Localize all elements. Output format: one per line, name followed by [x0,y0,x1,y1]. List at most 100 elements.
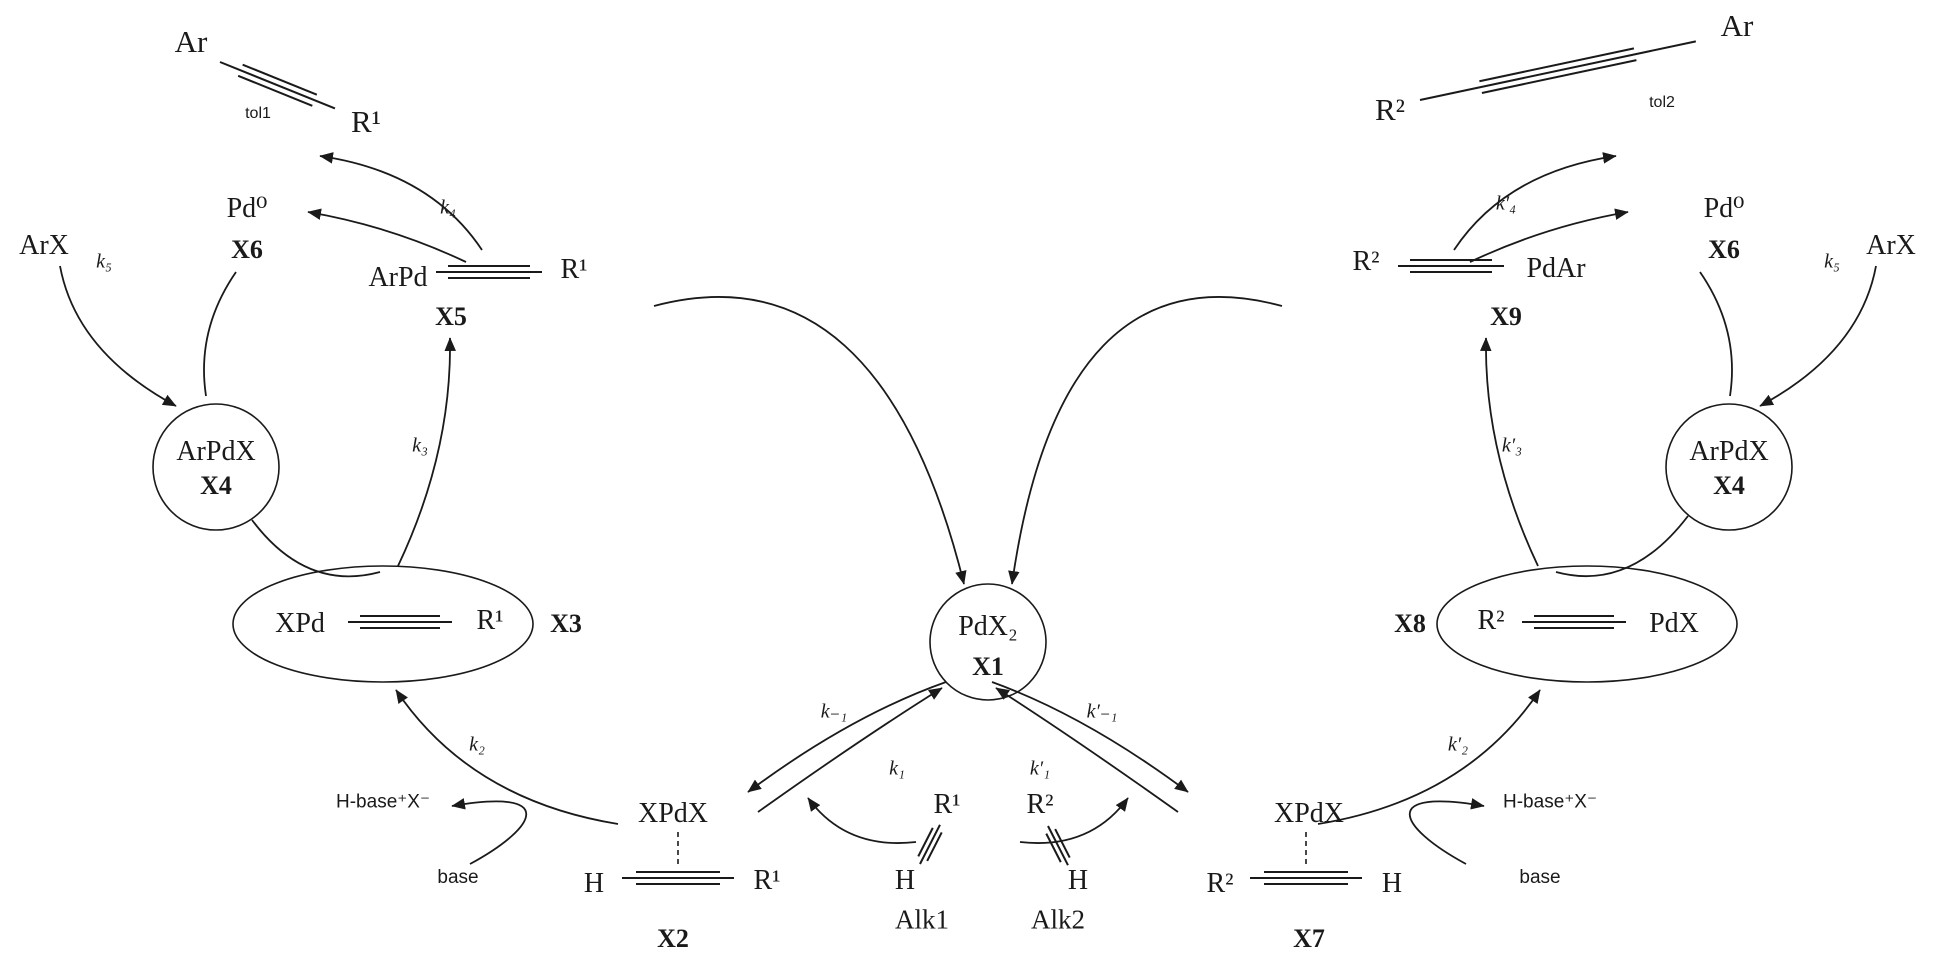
species-arpd-x5: ArPd [368,262,428,293]
ellipse-x8 [1436,565,1738,683]
species-h-x7: H [1381,868,1403,899]
rate-k3-left: k₃ [412,434,428,457]
triple-bond-alk1 [917,824,943,865]
arrow-x9-to-x1-right [1008,296,1283,585]
triple-bond-x2 [622,871,734,885]
arrow-k4-product-right [1453,152,1617,251]
species-r1-alk1: R¹ [933,789,961,820]
arrow-arx-k5-right [1759,265,1877,407]
species-r1-x3: R¹ [476,605,504,636]
triple-bond-x7 [1250,871,1362,885]
species-pdx2: PdX₂ [958,611,1018,642]
species-xpdx-x2: XPdX [637,798,709,829]
species-tag-x9: X9 [1490,302,1522,331]
species-pdar-x9: PdAr [1526,253,1586,284]
arrow-base-right [1408,798,1485,865]
triple-bond-product-right [1419,40,1697,101]
rate-k5-left: k₅ [96,250,112,273]
arrow-k2-left [395,689,619,825]
connector-pd0-x4-right [1699,271,1733,397]
species-tag-x7: X7 [1293,924,1325,953]
connector-x4-cycle-left [251,519,381,578]
arrow-x5-to-x1-left [653,296,967,585]
rate-k1-left: k₁ [889,757,905,780]
byproduct-hbase-left: H-base⁺X⁻ [336,791,430,813]
species-tag-x5: X5 [435,302,467,331]
product-r1-left: R¹ [351,104,381,139]
species-pd0-right: Pd⁰ [1703,193,1745,224]
arrow-equilibrium-reverse-right [995,687,1179,813]
rate-k3-right: k′₃ [1501,434,1523,457]
species-pdx-x8: PdX [1649,608,1699,639]
arrow-equilibrium-reverse-left [757,687,943,813]
connector-pd0-x4-left [203,271,237,397]
rate-k4-right: k′₄ [1495,192,1517,215]
species-xpdx-x7: XPdX [1273,798,1345,829]
ellipse-x3 [232,565,534,683]
rate-k2-left: k₂ [469,733,485,756]
species-arpdx-left: ArPdX [176,436,256,467]
rate-k5-right: k₅ [1824,250,1840,273]
arrow-equilibrium-forward-left [747,681,947,793]
arrow-alk1-feed [807,797,917,844]
arrow-k2-right [1317,689,1541,825]
circle-arpdx-x4-right [1665,403,1793,531]
rate-k-minus1-left: k₋₁ [820,700,848,723]
species-r2-x7: R² [1206,868,1234,899]
species-tag-x4-left: X4 [200,471,232,500]
species-tag-x2: X2 [657,924,689,953]
species-r2-x9: R² [1352,246,1380,277]
arrow-k3-right [1480,337,1539,567]
arrow-alk2-feed [1019,797,1129,844]
species-tag-x1: X1 [972,652,1004,681]
arrow-k3-left [397,337,456,567]
connector-x4-cycle-right [1555,515,1689,578]
product-ar-left: Ar [174,24,208,59]
species-arpdx-right: ArPdX [1689,436,1769,467]
species-r1-x5: R¹ [560,254,588,285]
species-xpd-x3: XPd [275,608,325,639]
reagent-arx-right: ArX [1866,230,1916,261]
triple-bond-x9 [1398,259,1504,273]
species-h-alk1: H [894,865,916,896]
product-ar-right: Ar [1720,8,1754,43]
species-r1-x2: R¹ [753,865,781,896]
species-h-alk2: H [1067,865,1089,896]
circle-pdx2-x1 [929,583,1047,701]
reagent-base-right: base [1519,867,1561,888]
species-h-x2: H [583,868,605,899]
arrow-base-left [451,798,528,865]
species-r2-x8: R² [1477,605,1505,636]
circle-arpdx-x4-left [152,403,280,531]
species-tag-x8: X8 [1394,609,1426,638]
species-tag-x6-right: X6 [1708,235,1740,264]
rate-k4-left: k₄ [440,196,456,219]
reagent-arx-left: ArX [19,230,69,261]
rate-k1-right: k′₁ [1029,757,1051,780]
rate-k2-right: k′₂ [1447,733,1469,756]
species-r2-alk2: R² [1026,789,1054,820]
product-name-tol2: tol2 [1649,94,1675,111]
label-alk1: Alk1 [895,904,949,935]
product-r2-right: R² [1375,92,1405,127]
label-alk2: Alk2 [1031,904,1085,935]
species-pd0-left: Pd⁰ [226,193,268,224]
byproduct-hbase-right: H-base⁺X⁻ [1503,791,1597,813]
arrow-arx-k5-left [59,265,177,407]
triple-bond-alk2 [1045,825,1071,866]
species-tag-x6-left: X6 [231,235,263,264]
species-tag-x4-right: X4 [1713,471,1745,500]
product-name-tol1: tol1 [245,105,271,122]
species-tag-x3: X3 [550,609,582,638]
arrow-k4-product-left [319,152,483,251]
reagent-base-left: base [437,867,479,888]
triple-bond-x3 [348,615,452,629]
arrow-to-pd0-left [307,208,467,263]
triple-bond-x5 [436,265,542,279]
arrow-equilibrium-forward-right [991,681,1189,793]
rate-k-minus1-right: k′₋₁ [1086,700,1118,723]
arrow-to-pd0-right [1469,208,1629,263]
triple-bond-product-left [219,61,336,110]
